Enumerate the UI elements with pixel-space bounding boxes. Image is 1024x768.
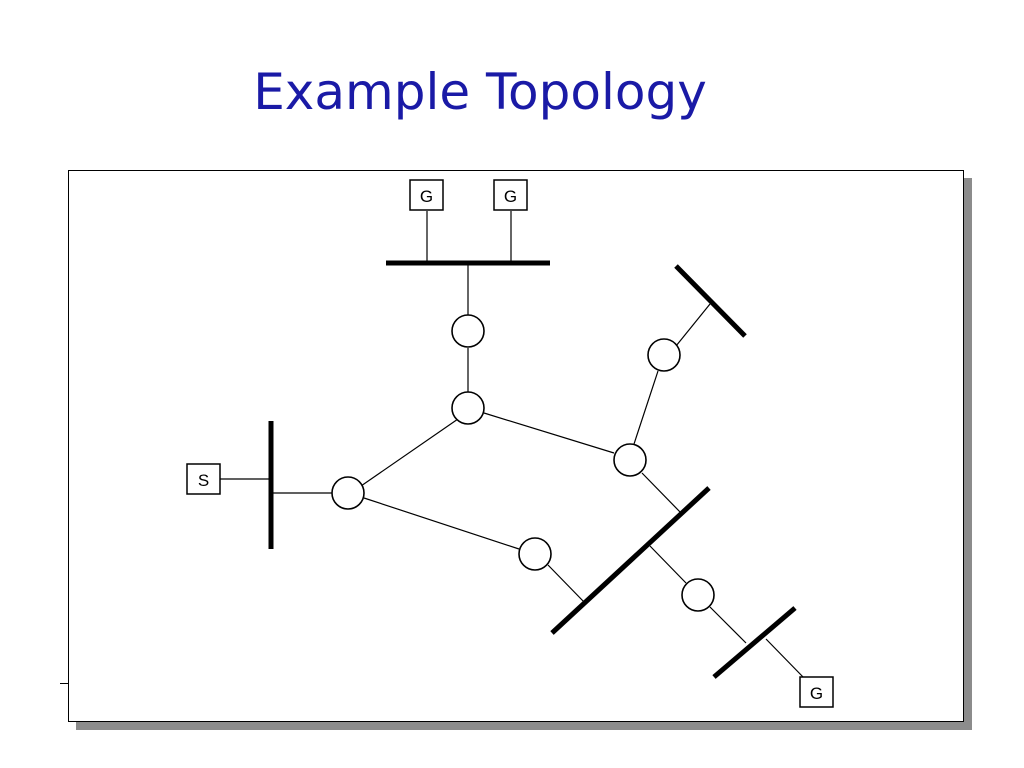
node-3	[647, 338, 681, 372]
source-label: S	[198, 471, 209, 490]
generator-box-1	[409, 179, 444, 211]
bus-top-right	[674, 264, 747, 338]
link-node3-bus	[675, 303, 711, 347]
source-box	[186, 463, 221, 495]
generator-label-3: G	[810, 684, 823, 703]
node-7	[681, 578, 715, 612]
generator-box-2	[493, 179, 528, 211]
link-node4-node3	[633, 370, 659, 445]
node-2	[451, 391, 485, 425]
slide-title: Example Topology	[253, 63, 707, 121]
node-6	[518, 537, 552, 571]
link-bus-g3	[765, 638, 806, 680]
margin-tick	[60, 683, 68, 684]
bus-diagonal	[550, 486, 711, 635]
generator-box-3	[799, 676, 834, 708]
node-1	[451, 314, 485, 348]
generator-label-1: G	[420, 187, 433, 206]
generator-label-2: G	[504, 187, 517, 206]
link-diagbus-node7	[649, 545, 687, 584]
link-node6-diagbus	[547, 564, 586, 604]
bus-lower-right	[712, 606, 797, 679]
link-node2-node5	[360, 418, 459, 487]
link-node7-bus	[709, 606, 747, 644]
node-4	[613, 443, 647, 477]
link-node5-node6	[363, 497, 520, 550]
node-5	[331, 476, 365, 510]
link-node2-node4	[483, 412, 615, 454]
link-node4-diagbus	[641, 472, 683, 515]
